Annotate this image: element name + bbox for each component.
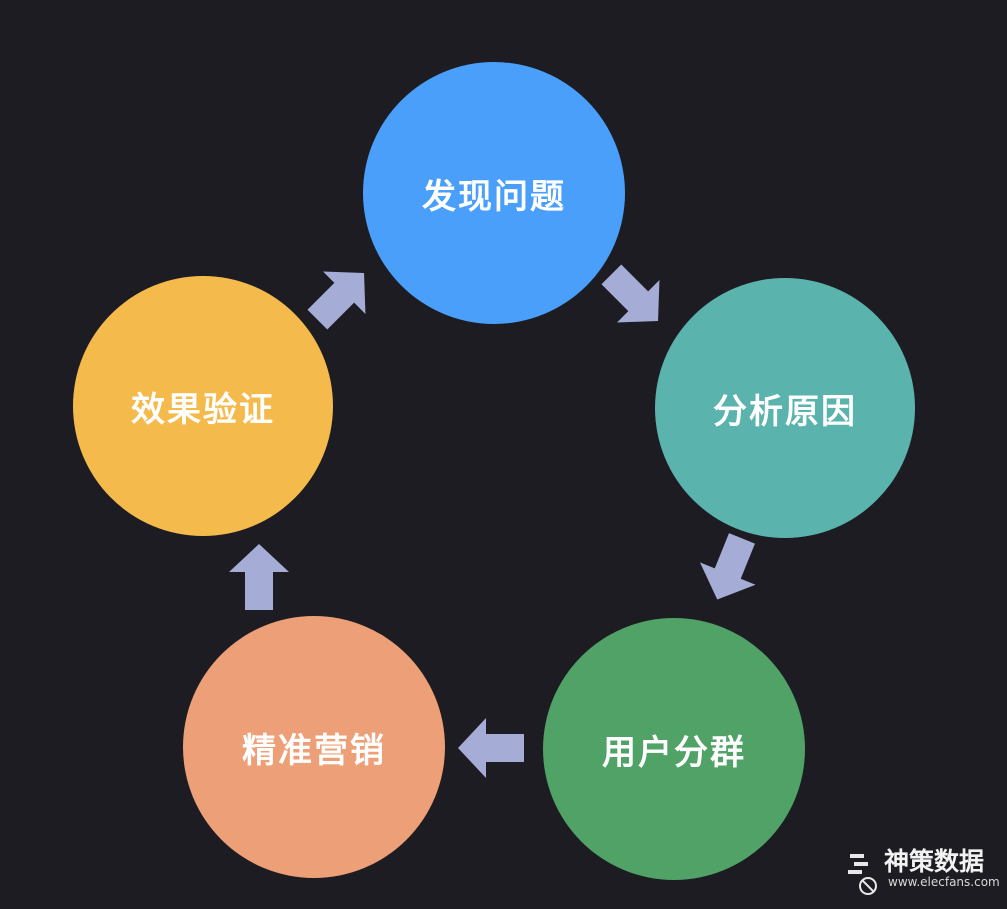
node-marketing-label: 精准营销: [242, 730, 386, 771]
watermark-title: 神策数据: [884, 847, 985, 876]
node-discover-problem: 发现问题: [363, 62, 625, 324]
arrow-analyze-to-segment: [699, 533, 756, 600]
arrow-verify-to-discover: [307, 271, 366, 330]
node-effect-verification: 效果验证: [73, 276, 333, 536]
node-precision-marketing: 精准营销: [183, 616, 445, 878]
watermark-url: www.elecfans.com: [888, 875, 1000, 889]
watermark-logo-icon: [848, 854, 877, 895]
node-analyze-cause: 分析原因: [655, 278, 915, 538]
arrow-marketing-to-verify: [229, 544, 289, 610]
arrow-discover-to-analyze: [601, 264, 660, 323]
node-user-segmentation: 用户分群: [543, 618, 805, 880]
node-verify-label: 效果验证: [131, 389, 275, 430]
arrow-segment-to-marketing: [458, 718, 524, 778]
node-segment-label: 用户分群: [602, 732, 746, 773]
node-discover-label: 发现问题: [422, 176, 566, 217]
watermark: 神策数据 www.elecfans.com: [848, 842, 1004, 904]
node-analyze-label: 分析原因: [713, 391, 857, 432]
